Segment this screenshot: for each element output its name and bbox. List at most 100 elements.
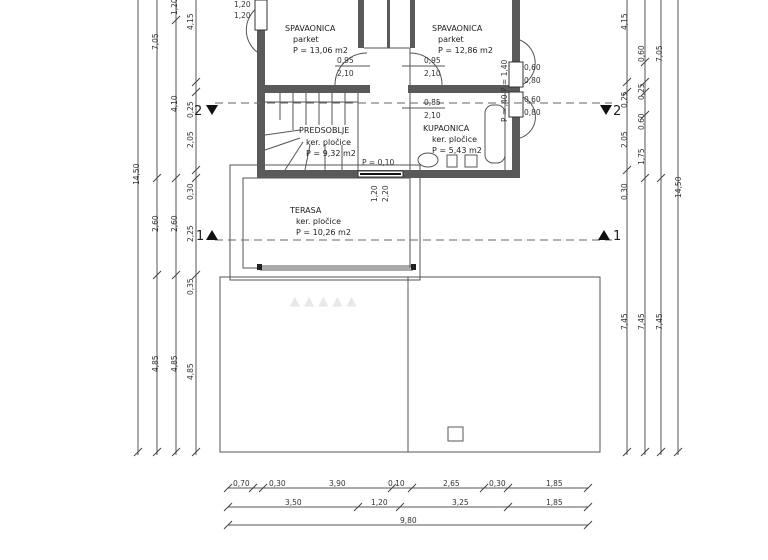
toilet bbox=[446, 154, 458, 168]
dimension-tick bbox=[191, 77, 201, 87]
window-height: 0,80 bbox=[524, 76, 541, 85]
section-marker-2: 2 bbox=[194, 104, 202, 119]
dimension-tick bbox=[191, 447, 201, 457]
dim-label: 4,85 bbox=[151, 355, 160, 372]
dimension-tick bbox=[191, 270, 201, 280]
dimension-tick bbox=[191, 173, 201, 183]
door-swing bbox=[245, 7, 258, 53]
sill-height: P = 0,10 bbox=[362, 158, 395, 167]
room-floor: parket bbox=[293, 35, 319, 44]
room-area: P = 13,06 m2 bbox=[293, 46, 348, 55]
opening-labels: 0,95 2,10 0,95 2,10 0,85 2,10 1,20 1,20 … bbox=[234, 0, 541, 202]
dim-label: 14,50 bbox=[674, 176, 683, 198]
dim-label: 0,60 bbox=[637, 45, 646, 62]
room-area: P = 10,26 m2 bbox=[296, 228, 351, 237]
dimension-tick bbox=[622, 77, 632, 87]
dimension-tick bbox=[673, 447, 683, 457]
window-height: 0,80 bbox=[524, 108, 541, 117]
dim-label: 2,05 bbox=[186, 131, 195, 148]
dim-label: 1,20 bbox=[371, 498, 388, 507]
room-floor: ker. pločice bbox=[306, 137, 351, 147]
dimension-tick bbox=[640, 87, 650, 97]
room-bathroom: KUPAONICA ker. pločice P = 5,43 m2 bbox=[423, 124, 482, 155]
sink bbox=[417, 152, 439, 168]
dim-label: 7,45 bbox=[637, 313, 646, 330]
window-width: 1,20 bbox=[234, 0, 251, 9]
bottom-dimensions: 0,70 0,30 3,90 0,10 2,65 0,30 1,85 3,50 … bbox=[228, 479, 588, 526]
section-arrow-down-icon bbox=[206, 105, 218, 115]
dim-label: 0,10 bbox=[388, 479, 405, 488]
parapet-height: P = ,40 bbox=[500, 94, 509, 122]
dim-label: 0,25 bbox=[637, 83, 646, 100]
room-name: SPAVAONICA bbox=[432, 24, 483, 33]
watermark-logo: ▲ ▲ ▲ ▲ ▲ bbox=[290, 294, 357, 309]
section-arrow-up-icon bbox=[206, 230, 218, 240]
dimension-tick bbox=[152, 270, 162, 280]
dimension-tick bbox=[622, 165, 632, 175]
dimension-tick bbox=[640, 447, 650, 457]
dim-label: 3,50 bbox=[285, 498, 302, 507]
dimension-tick bbox=[583, 483, 593, 493]
dimension-tick bbox=[258, 483, 268, 493]
staircase bbox=[264, 93, 359, 171]
dim-label: 2,25 bbox=[186, 225, 195, 242]
room-floor: parket bbox=[438, 35, 464, 44]
bathtub bbox=[484, 104, 506, 164]
window-width: 0,60 bbox=[524, 63, 541, 72]
dimension-tick bbox=[503, 483, 513, 493]
dim-label: 3,25 bbox=[452, 498, 469, 507]
dimension-tick bbox=[640, 77, 650, 87]
section-arrow-down-icon bbox=[600, 105, 612, 115]
dimension-tick bbox=[656, 447, 666, 457]
left-dimension-lines bbox=[137, 0, 197, 455]
door-width: 0,85 bbox=[424, 98, 441, 107]
dimension-tick bbox=[583, 520, 593, 530]
section-marker-2: 2 bbox=[613, 104, 621, 119]
door-height: 2,10 bbox=[337, 69, 354, 78]
dimension-tick bbox=[353, 502, 363, 512]
dim-label: 3,90 bbox=[329, 479, 346, 488]
dimension-tick bbox=[395, 502, 405, 512]
room-name: PREDSOBLJE bbox=[299, 126, 349, 135]
dim-label: 9,80 bbox=[400, 516, 417, 525]
dimension-tick bbox=[656, 173, 666, 183]
dimension-tick bbox=[191, 87, 201, 97]
dim-label: 0,35 bbox=[186, 278, 195, 295]
door-swing bbox=[334, 52, 368, 86]
door-width: 1,20 bbox=[370, 185, 379, 202]
window bbox=[508, 91, 524, 118]
dimension-tick bbox=[223, 520, 233, 530]
window-swing bbox=[519, 39, 536, 87]
dimension-tick bbox=[171, 270, 181, 280]
dim-label: 0,70 bbox=[233, 479, 250, 488]
bidet bbox=[464, 154, 478, 168]
room-name: TERASA bbox=[289, 206, 322, 215]
dim-label: 2,60 bbox=[170, 215, 179, 232]
dimension-tick bbox=[133, 447, 143, 457]
room-area: P = 5,43 m2 bbox=[432, 146, 482, 155]
dimension-tick bbox=[640, 110, 650, 120]
door-height: 2,20 bbox=[381, 185, 390, 202]
section-arrow-up-icon bbox=[598, 230, 610, 240]
dim-label: 7,05 bbox=[655, 45, 664, 62]
dim-label: 4,85 bbox=[186, 363, 195, 380]
dim-label: 0,25 bbox=[186, 101, 195, 118]
parapet-height: P = 1,40 bbox=[500, 59, 509, 92]
room-name: SPAVAONICA bbox=[285, 24, 336, 33]
dim-label: 0,30 bbox=[489, 479, 506, 488]
dim-label: 7,45 bbox=[620, 313, 629, 330]
dimension-tick bbox=[407, 483, 417, 493]
dimension-tick bbox=[152, 447, 162, 457]
dim-label: 1,85 bbox=[546, 498, 563, 507]
room-bedroom-1: SPAVAONICA parket P = 13,06 m2 bbox=[285, 24, 348, 55]
dimension-tick bbox=[503, 502, 513, 512]
dimension-tick bbox=[191, 165, 201, 175]
dimension-tick bbox=[223, 483, 233, 493]
dimension-tick bbox=[622, 447, 632, 457]
window bbox=[508, 61, 524, 88]
dim-label: 7,45 bbox=[655, 313, 664, 330]
room-terrace: TERASA ker. pločice P = 10,26 m2 bbox=[289, 206, 351, 237]
door-swing bbox=[409, 52, 443, 86]
window-swing bbox=[519, 95, 536, 139]
room-name: KUPAONICA bbox=[423, 124, 470, 133]
